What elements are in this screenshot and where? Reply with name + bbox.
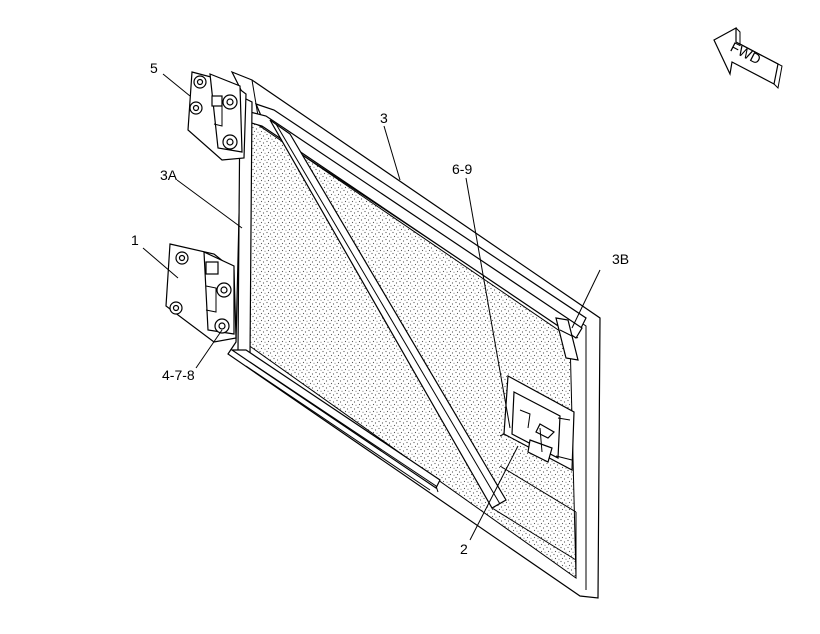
clip-3b [555, 317, 579, 361]
leader-1 [142, 247, 179, 279]
callout-3a: 3A [160, 167, 178, 183]
leader-2 [469, 445, 519, 541]
leader-5 [162, 73, 191, 97]
callout-2: 2 [460, 541, 468, 557]
callout-6-9: 6-9 [452, 161, 472, 177]
upper-hinge [187, 71, 247, 161]
door-panel [227, 70, 601, 599]
leader-4-7-8 [195, 329, 223, 369]
leader-3b [571, 269, 601, 329]
callout-1: 1 [131, 232, 139, 248]
callout-4-7-8: 4-7-8 [162, 367, 195, 383]
latch-assembly [499, 375, 575, 471]
forward-arrow-icon: FWD [713, 26, 783, 90]
callout-3b: 3B [612, 251, 629, 267]
callout-3: 3 [380, 110, 388, 126]
leader-3 [383, 125, 401, 181]
leader-3a [176, 179, 243, 229]
lower-hinge [165, 243, 237, 343]
callout-5: 5 [150, 60, 158, 76]
leader-lines [142, 73, 601, 541]
leader-6-9 [465, 177, 511, 429]
